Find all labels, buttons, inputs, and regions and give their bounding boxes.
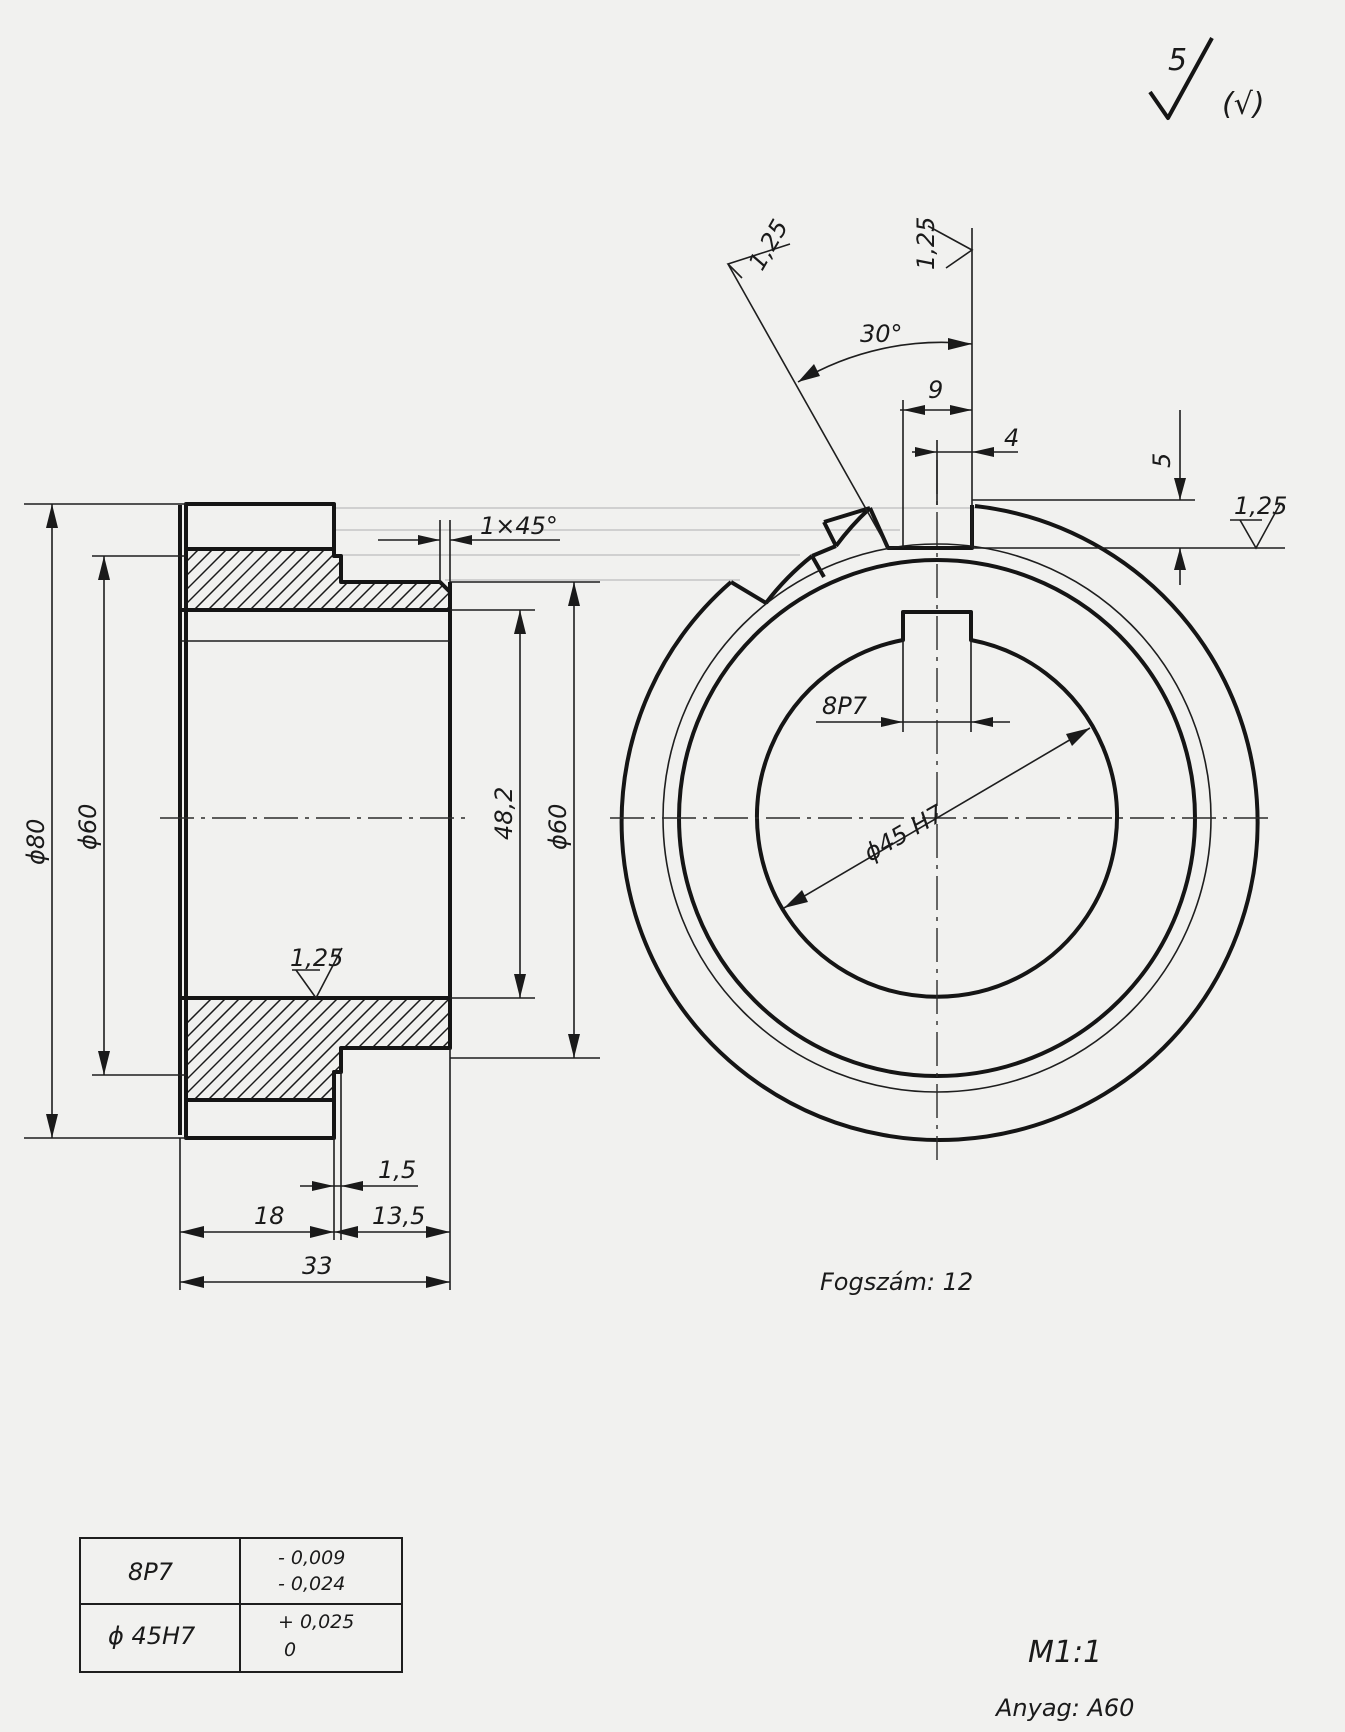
hatch-line: [197, 549, 279, 610]
dim-hub-diameter-left: ϕ60: [74, 804, 102, 850]
surface-finish-bracket: (√): [1222, 87, 1265, 122]
roughness-bore: 1,25: [290, 944, 343, 972]
hatch-line: [185, 998, 305, 1100]
dim-bore-size: 48,2: [490, 787, 518, 840]
dim-keyway: 8P7: [822, 692, 868, 720]
hatch-line: [506, 990, 626, 1110]
hatch-line: [185, 998, 221, 1100]
hatch-line: [464, 990, 584, 1110]
hatch-line: [185, 998, 277, 1100]
tooth-count-label: Fogszám: 12: [820, 1268, 973, 1296]
dim-tooth-height: 5: [1148, 453, 1176, 468]
hatch-line: [185, 549, 237, 610]
hatch-line: [239, 998, 361, 1100]
hatch-line: [225, 998, 347, 1100]
dim-hub-width: 13,5: [372, 1202, 425, 1230]
dim-outer-diameter: ϕ80: [22, 819, 50, 865]
roughness-tip: 1,25: [1234, 492, 1287, 520]
surface-finish-value: 5: [1168, 43, 1187, 78]
material-label: Anyag: A60: [994, 1694, 1134, 1722]
hatch-line: [211, 998, 333, 1100]
hatch-line: [253, 998, 375, 1100]
hatch-line: [185, 549, 223, 610]
tolerance-table: 8P7 - 0,009 - 0,024 ϕ 45H7 + 0,025 0: [79, 1537, 403, 1673]
hatch-line: [435, 998, 450, 1100]
hatch-line: [421, 549, 450, 610]
gear-outer-circle: [619, 504, 1260, 1143]
dim-hub-diameter-right: ϕ60: [544, 804, 572, 850]
hatch-line: [185, 998, 235, 1100]
hatch-line: [185, 549, 209, 610]
dim-angle: 30°: [860, 320, 903, 348]
surface-finish-symbol: 5 (√): [1148, 37, 1265, 122]
dim-toothed-width: 18: [254, 1202, 285, 1230]
hatch-line: [449, 998, 450, 1100]
hatch-line: [478, 990, 598, 1110]
hatch-line: [185, 549, 265, 610]
table-fit-2: ϕ 45H7: [108, 1622, 196, 1650]
scale-label: M1:1: [1028, 1635, 1102, 1670]
hatch-line: [267, 998, 389, 1100]
dim-total-width: 33: [302, 1252, 333, 1280]
hatch-line: [185, 998, 291, 1100]
table-upper-1: - 0,009: [278, 1547, 345, 1569]
bore-with-keyway: [755, 610, 1119, 999]
hatch-line: [239, 549, 321, 610]
gear-profile-outline: [184, 502, 452, 1140]
dim-chamfer: 1×45°: [480, 512, 558, 540]
dim-tooth-tip: 4: [1004, 424, 1019, 452]
hatch-line: [492, 990, 612, 1110]
hatch-line: [197, 998, 319, 1100]
hatch-line: [211, 549, 293, 610]
table-fit-1: 8P7: [128, 1558, 174, 1586]
hatch-line: [225, 549, 307, 610]
dim-tooth-width: 9: [928, 376, 943, 404]
hatch-line: [100, 540, 180, 620]
table-lower-1: - 0,024: [278, 1573, 345, 1595]
hatch-line: [185, 549, 251, 610]
side-view: ϕ80 ϕ60 48,2 ϕ60 1×45° 1,25 1,5: [22, 502, 980, 1290]
dim-step-width: 1,5: [378, 1156, 416, 1184]
hatch-line: [253, 549, 335, 610]
table-lower-2: 0: [284, 1639, 296, 1661]
table-upper-2: + 0,025: [278, 1611, 354, 1633]
front-view: 30° 9 4 5 1,25 1,25 1,25: [610, 215, 1287, 1296]
dim-bore-diameter: ϕ45 H7: [859, 799, 949, 867]
roughness-top: 1,25: [912, 217, 940, 270]
hatch-line: [185, 998, 263, 1100]
gear-tooth-profile: [729, 505, 974, 605]
